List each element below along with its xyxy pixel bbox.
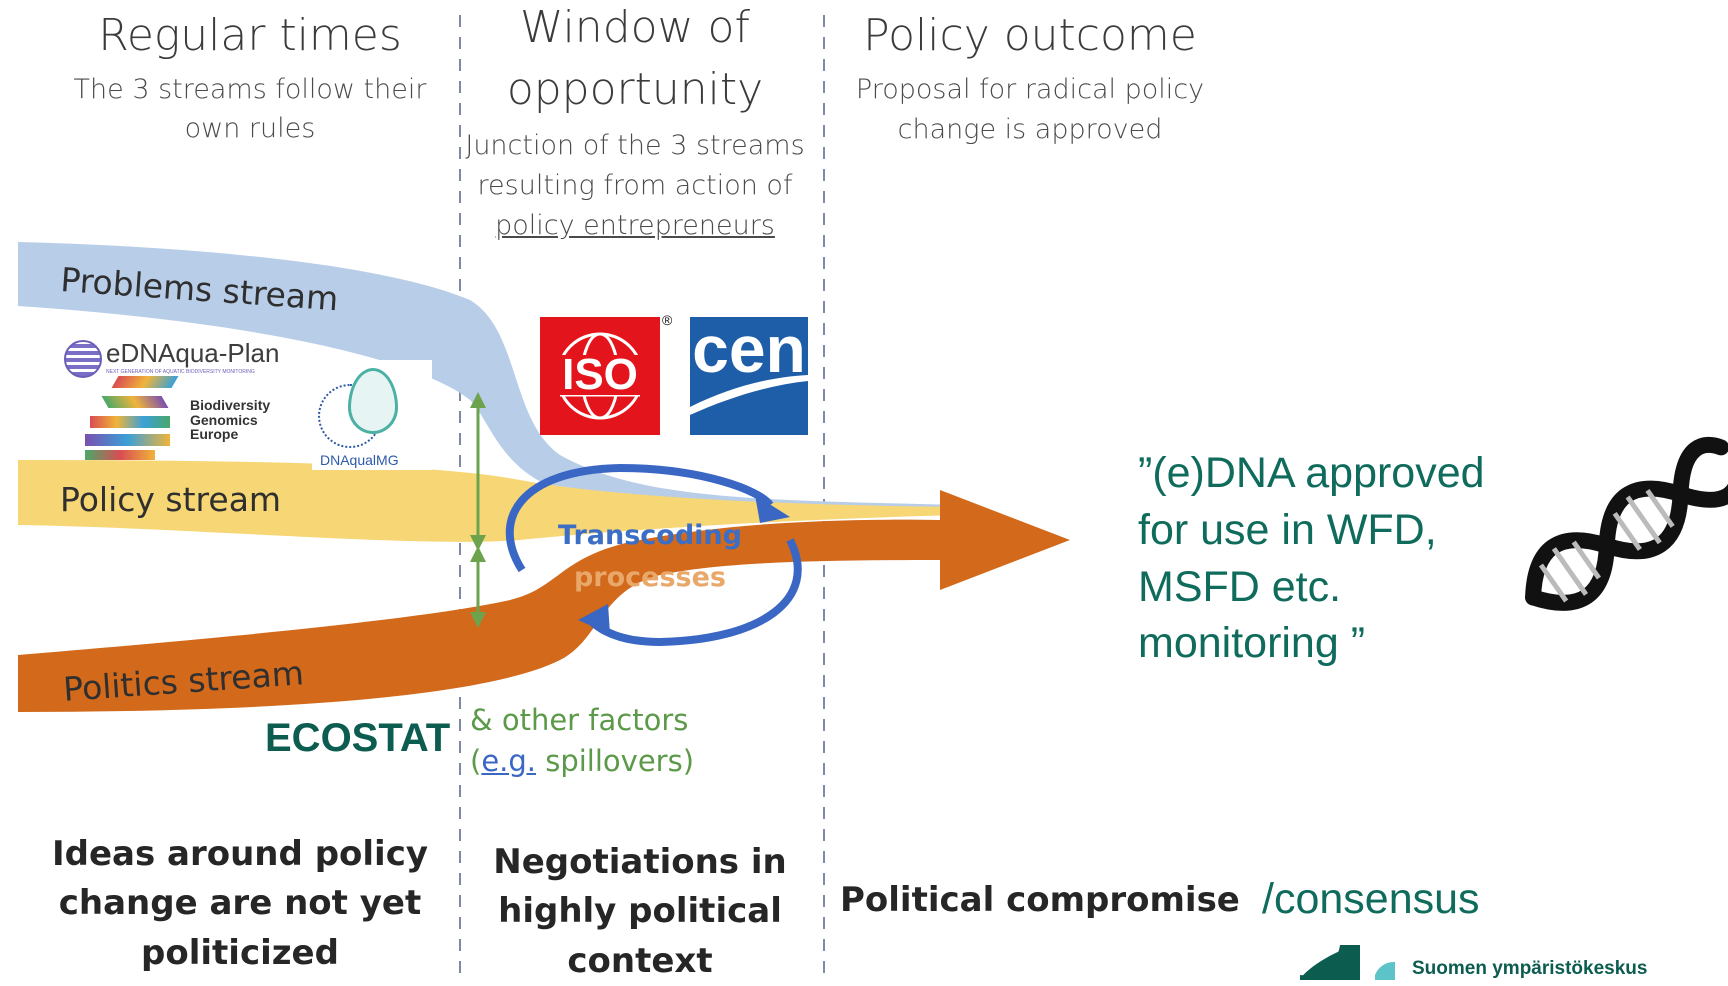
dna-drop-icon [348, 368, 398, 434]
other-factors-note: & other factors (e.g. spillovers) [470, 700, 694, 781]
policy-stream-label: Policy stream [60, 480, 282, 519]
policy-stream-band [18, 460, 960, 542]
cen-text: cen [692, 317, 806, 386]
ecostat-label: ECOSTAT [265, 716, 451, 760]
cen-swoosh-icon [690, 375, 808, 415]
other-factors-line2: (e.g. spillovers) [470, 743, 695, 778]
footer-col1: Ideas around policy change are not yet p… [51, 834, 429, 973]
eg-link[interactable]: e.g. [481, 743, 537, 778]
transcoding-line2: processes [573, 561, 727, 593]
politics-stream-arrow [18, 490, 1070, 712]
cen-logo: cen [690, 317, 808, 435]
col2-title-line2: opportunity [506, 64, 764, 115]
dnaqualimg-logo: DNAqualMG [312, 360, 432, 470]
outcome-quote-line4: monitoring ” [1138, 619, 1366, 668]
other-factors-line1: & other factors [470, 703, 689, 737]
col3-subtitle-line2: change is approved [897, 114, 1163, 145]
transcoding-line1: Transcoding [558, 520, 742, 551]
col2-title-line1: Window of [520, 2, 750, 53]
footer-col2: Negotiations in highly political context [493, 842, 787, 981]
transcoding-label: Transcoding processes [540, 515, 760, 599]
footer-col3: Political compromise [840, 880, 1240, 920]
col1-title: Regular times [98, 10, 402, 61]
col3-title: Policy outcome [863, 10, 1197, 61]
col1-subtitle: The 3 streams follow their own rules [73, 74, 427, 145]
col2-subtitle-line1: Junction of the 3 streams [465, 130, 805, 161]
col3-subtitle-line1: Proposal for radical policy [855, 74, 1205, 105]
ednaqua-logo: eDNAqua-Plan NEXT GENERATION OF AQUATIC … [64, 338, 314, 378]
syke-name: Suomen ympäristökeskus [1412, 958, 1648, 979]
cycle-arrowhead-top [755, 495, 790, 523]
syke-logo-mark [1300, 945, 1395, 980]
footer-consensus: /consensus [1262, 875, 1480, 923]
bge-name: Biodiversity Genomics Europe [190, 397, 271, 443]
col2-subtitle-line2: resulting from action of [477, 170, 793, 201]
iso-registered-mark: ® [662, 312, 673, 328]
outcome-quote-line2: for use in WFD, [1138, 505, 1437, 554]
outcome-quote-line3: MSFD etc. [1138, 562, 1342, 611]
cycle-arrowhead-bottom [578, 604, 610, 634]
ednaqua-tagline: NEXT GENERATION OF AQUATIC BIODIVERSITY … [106, 369, 255, 375]
iso-text: ISO [540, 353, 660, 397]
col2-subtitle-line3: policy entrepreneurs [495, 210, 775, 241]
outcome-quote-line1: ”(e)DNA approved [1138, 449, 1485, 497]
iso-logo: ISO [540, 317, 660, 435]
problems-stream-band [18, 242, 960, 510]
dna-helix-icon [1525, 436, 1728, 611]
dnaqualimg-name: DNAqualMG [320, 452, 399, 468]
transcoding-cycle-top [505, 463, 774, 573]
outcome-quote: ”(e)DNA approved for use in WFD, MSFD et… [1138, 445, 1485, 672]
ednaqua-name: eDNAqua-Plan [106, 338, 280, 368]
ednaqua-globe-icon [64, 340, 102, 378]
bge-logo: Biodiversity Genomics Europe [85, 372, 285, 464]
bge-stripes-icon [85, 376, 179, 462]
